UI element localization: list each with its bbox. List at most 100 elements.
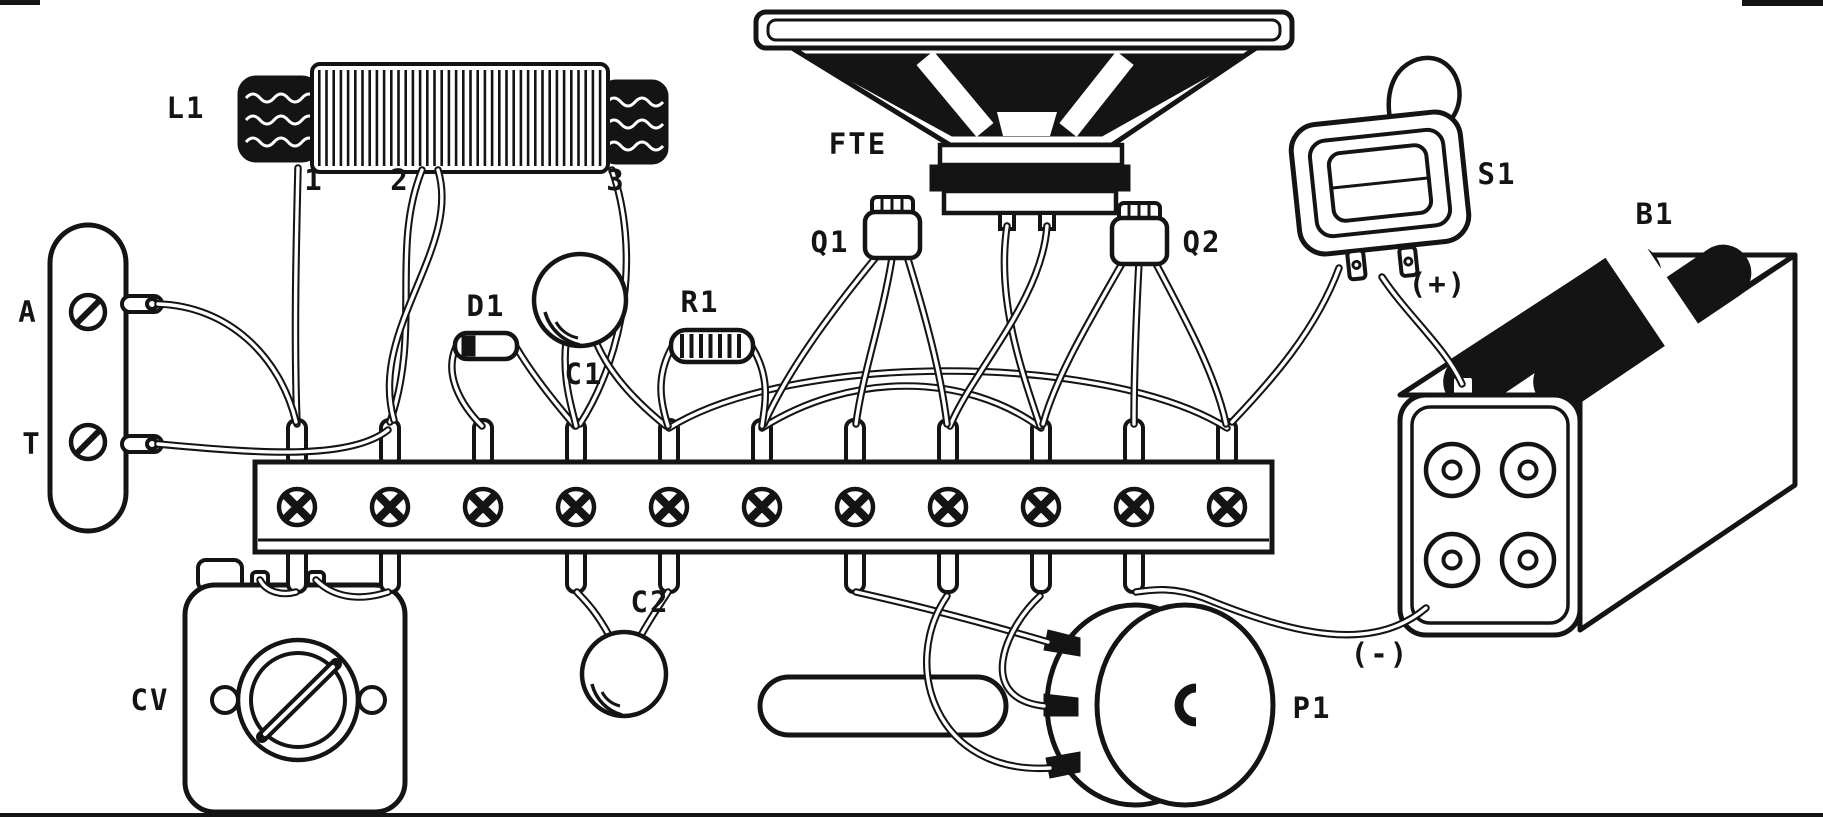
label-l1: L1 (167, 91, 206, 125)
battery-contact-1 (1441, 459, 1463, 481)
antenna-screw-a-slot (74, 298, 102, 326)
p1-lug-top (1043, 629, 1081, 657)
wire-core (293, 166, 300, 426)
d1-cathode-band (461, 335, 476, 357)
wire-core (156, 428, 390, 454)
switch-terminal-right (1397, 245, 1420, 278)
label-battery: B1 (1636, 197, 1675, 231)
cv-hole-right (357, 685, 387, 715)
battery-contact-2 (1517, 459, 1539, 481)
page-border-bottom (0, 813, 1823, 817)
battery-front-inner (1410, 405, 1570, 625)
coil-cap-texture (244, 136, 318, 148)
page-border-topright (1742, 0, 1823, 6)
wire-core (1134, 588, 1428, 637)
strip-screws (276, 486, 1248, 528)
wire-core (563, 340, 578, 428)
speaker-cone-dark (801, 53, 1250, 137)
speaker-magnet-top (937, 142, 1125, 168)
wire-core (258, 578, 298, 596)
wire-core (1230, 266, 1341, 424)
c2-shading (600, 691, 621, 708)
label-tap2: 2 (390, 163, 409, 197)
p1-lug-middle (1043, 693, 1079, 717)
coil-end-cap-left (237, 75, 321, 163)
wire-core (1041, 258, 1126, 426)
wire-core (667, 369, 1229, 430)
label-speaker: FTE (829, 127, 887, 161)
switch-rocker-split (1331, 176, 1429, 190)
label-potentiometer: P1 (1293, 691, 1332, 725)
switch-terminal-left (1345, 248, 1368, 282)
coil-cap-texture (244, 114, 318, 126)
label-ground: T (22, 427, 41, 461)
wire-core (905, 254, 949, 426)
capacitor-c2 (579, 629, 669, 719)
p1-lug-bottom (1045, 751, 1081, 779)
capsule-body (757, 674, 1009, 738)
wire-core (387, 168, 444, 422)
wire-core (314, 578, 390, 599)
switch-terminal-hole (1403, 256, 1414, 267)
transistor-q2 (1109, 201, 1170, 267)
label-tap1: 1 (304, 163, 323, 197)
wire-core (854, 256, 894, 426)
label-variable-capacitor: CV (131, 683, 170, 717)
coil-cap-texture (605, 96, 665, 108)
speaker-magnet-band (929, 164, 1131, 192)
wire-core (594, 340, 668, 428)
battery-contact-4 (1517, 549, 1539, 571)
terminal-strip (252, 418, 1275, 594)
p1-face-front (1094, 602, 1276, 808)
speaker-spoke-right (1059, 51, 1134, 137)
wire-core (514, 345, 577, 428)
speaker-spoke-left (916, 50, 994, 138)
q2-body (1109, 215, 1170, 267)
battery-contact-3 (1441, 549, 1463, 571)
wire-core (1002, 224, 1042, 428)
label-antenna: A (18, 295, 37, 329)
wire-core (575, 590, 612, 639)
coil-cap-texture (605, 140, 665, 152)
wire-core (1380, 275, 1464, 386)
p1-shaft-mark (1174, 683, 1197, 727)
label-q2: Q2 (1183, 225, 1222, 259)
wire-core (760, 384, 1043, 430)
switch-s1 (1288, 55, 1472, 282)
label-tap3: 3 (606, 163, 625, 197)
wire-core (450, 345, 484, 428)
c1-shading (554, 321, 579, 340)
c1-lead-right (592, 338, 670, 430)
wire-core (659, 345, 674, 428)
page-border-topleft (0, 0, 40, 5)
diode-d1 (452, 330, 520, 362)
antenna-wire (154, 300, 300, 426)
label-r1: R1 (681, 285, 720, 319)
speaker-fte (753, 9, 1295, 231)
labels: L1 1 2 3 A T D1 C1 R1 Q1 Q2 FTE S1 B1 (+… (18, 91, 1675, 725)
wire-core (388, 168, 424, 424)
wire-core (925, 594, 1052, 770)
wire-core (156, 302, 298, 424)
capacitor-c1 (531, 251, 629, 349)
label-switch: S1 (1478, 157, 1517, 191)
wire-core (750, 345, 767, 428)
c2-shading (590, 683, 623, 717)
wire-core (1132, 260, 1141, 426)
battery-front-face (1397, 392, 1583, 638)
transistor-q1 (862, 195, 923, 261)
wires (154, 164, 1466, 772)
speaker-flange (753, 9, 1295, 51)
resistor-r1 (668, 327, 756, 365)
antenna-screw-t-slot (74, 428, 102, 456)
c2-disc (579, 629, 669, 719)
wire-core (1152, 258, 1228, 426)
speaker-magnet-bottom (941, 188, 1119, 216)
wire-core (762, 254, 879, 426)
q1-body (862, 209, 923, 261)
label-d1: D1 (467, 289, 506, 323)
wire-core (948, 224, 1049, 428)
antenna-plate (47, 222, 129, 534)
battery-cell-band (1605, 234, 1711, 366)
label-c1: C1 (565, 357, 604, 391)
